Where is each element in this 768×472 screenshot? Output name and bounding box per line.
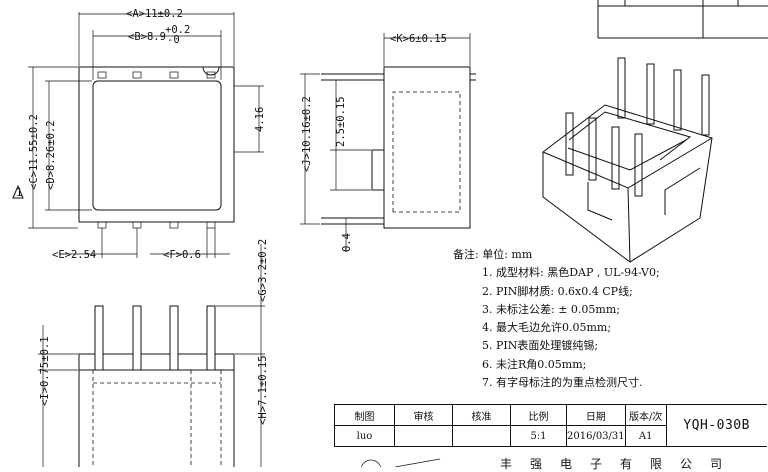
corner-table bbox=[597, 0, 768, 39]
pin bbox=[169, 305, 179, 371]
dim-b: <B>8.9 bbox=[128, 31, 166, 43]
top-view: <A>11±0.2 <B>8.9 +0.2 -0 <C>11.55±0.2 <D… bbox=[12, 8, 266, 261]
pin bbox=[673, 69, 682, 131]
dim-g: <G>3.2±0.2 bbox=[257, 239, 269, 302]
title-value bbox=[452, 425, 511, 447]
side-view: <K>6±0.15 <J>10.16±0.2 2.5±0.15 0.4 bbox=[300, 33, 476, 252]
title-block: 制图 审核 核准 比例 日期 版本/次 YQH-030B luo 5:1 201… bbox=[334, 404, 767, 447]
side-view-body bbox=[383, 66, 471, 229]
note-item: 6. 未注R角0.05mm; bbox=[482, 357, 587, 371]
title-value: A1 bbox=[624, 425, 667, 447]
model-number: YQH-030B bbox=[665, 404, 767, 447]
title-header: 比例 bbox=[510, 404, 567, 426]
pin bbox=[94, 305, 104, 371]
key-dimension-triangle bbox=[12, 184, 24, 199]
pin bbox=[617, 57, 626, 119]
note-item: 7. 有字母标注的为重点检测尺寸. bbox=[482, 376, 643, 390]
title-header: 制图 bbox=[334, 404, 395, 426]
dim-i: <I>0.75±0.1 bbox=[39, 336, 51, 406]
pin-pad bbox=[169, 221, 179, 229]
pin bbox=[701, 74, 710, 136]
title-value: 5:1 bbox=[510, 425, 567, 447]
title-header: 日期 bbox=[566, 404, 626, 426]
pin bbox=[634, 133, 643, 197]
isometric-view bbox=[542, 57, 713, 263]
projection-symbol-cone bbox=[394, 458, 441, 467]
pin-pad bbox=[97, 221, 107, 229]
title-value: luo bbox=[334, 425, 395, 447]
note-item: 4. 最大毛边允许0.05mm; bbox=[482, 321, 612, 335]
pin bbox=[565, 112, 574, 176]
pin-pad bbox=[169, 71, 179, 79]
title-header: 核准 bbox=[452, 404, 511, 426]
dim-e: <E>2.54 bbox=[52, 249, 96, 261]
note-item: 2. PIN脚材质: 0.6x0.4 CP线; bbox=[482, 284, 633, 298]
dim-j: <J>10.16±0.2 bbox=[301, 96, 313, 172]
dim-c: <C>11.55±0.2 bbox=[28, 114, 40, 190]
note-item: 3. 未标注公差: ± 0.05mm; bbox=[482, 302, 620, 316]
top-view-body bbox=[78, 66, 235, 223]
company-name: 丰强电子有限公司 bbox=[500, 457, 741, 471]
projection-symbol-circle bbox=[361, 459, 381, 467]
pin bbox=[588, 117, 597, 181]
dim-b-tol-down: -0 bbox=[167, 34, 180, 46]
pin bbox=[132, 305, 142, 371]
dim-f: <F>0.6 bbox=[163, 249, 201, 261]
dim-d: <D>8.26±0.2 bbox=[45, 120, 57, 190]
pin bbox=[206, 305, 216, 371]
triangle-number: 1 bbox=[16, 187, 22, 199]
pin bbox=[611, 126, 620, 190]
pin-pad bbox=[97, 71, 107, 79]
front-view: <G>3.2±0.2 <H>7.1±0.15 <I>0.75±0.1 bbox=[38, 239, 269, 467]
dim-4-16: 4.16 bbox=[254, 107, 266, 132]
title-value bbox=[394, 425, 453, 447]
notes-block: 备注: 单位: mm 1. 成型材料: 黑色DAP , UL-94-V0; 2.… bbox=[453, 246, 660, 392]
dim-h: <H>7.1±0.15 bbox=[257, 355, 269, 425]
note-item: 1. 成型材料: 黑色DAP , UL-94-V0; bbox=[482, 266, 660, 280]
dim-b-tol-up: +0.2 bbox=[165, 24, 190, 36]
pin bbox=[646, 63, 655, 125]
title-value: 2016/03/31 bbox=[566, 425, 626, 447]
note-item: 5. PIN表面处理镀纯锡; bbox=[482, 339, 599, 353]
top-view-cavity bbox=[92, 80, 222, 211]
pin-pad bbox=[132, 221, 142, 229]
dim-2-5: 2.5±0.15 bbox=[335, 96, 347, 147]
pin-pad bbox=[206, 221, 216, 229]
top-view-notch bbox=[202, 66, 220, 76]
dim-k: <K>6±0.15 bbox=[390, 33, 447, 45]
notes-header: 备注: 单位: mm bbox=[453, 248, 533, 261]
title-header: 审核 bbox=[394, 404, 453, 426]
pin-pad bbox=[132, 71, 142, 79]
title-header: 版本/次 bbox=[624, 404, 667, 426]
dim-a: <A>11±0.2 bbox=[126, 8, 183, 20]
dim-0-4: 0.4 bbox=[341, 233, 353, 252]
pin-pad bbox=[206, 71, 216, 79]
